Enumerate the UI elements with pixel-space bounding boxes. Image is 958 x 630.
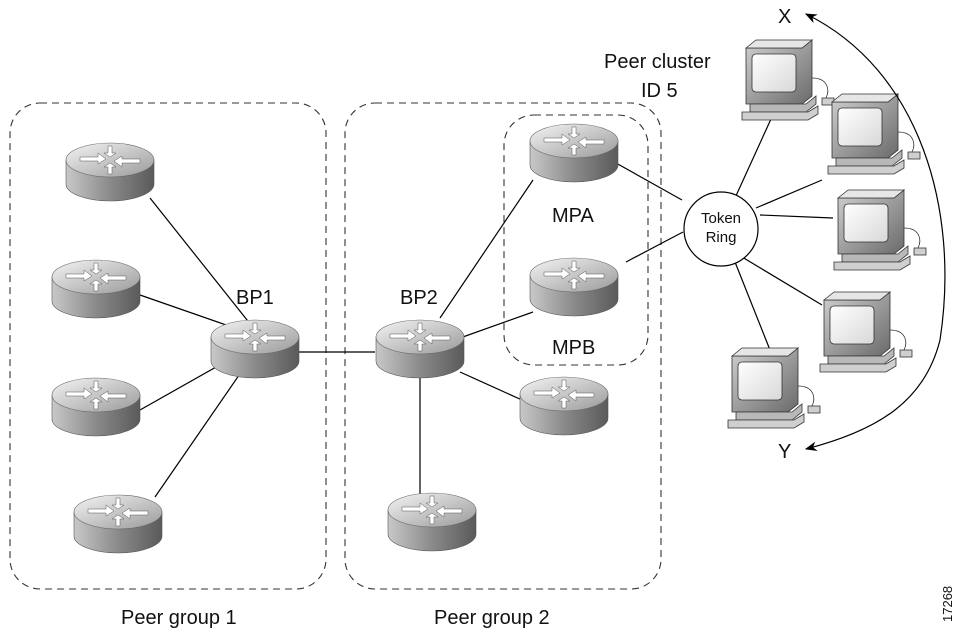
x-y-arc xyxy=(804,13,946,341)
peer-cluster-label-line2: ID 5 xyxy=(641,80,678,102)
mpa-router-icon xyxy=(529,123,619,183)
peer-group-1-box xyxy=(9,102,327,590)
router-icon xyxy=(387,492,477,552)
mpb-router-icon xyxy=(529,257,619,317)
bp2-label: BP2 xyxy=(400,287,438,309)
router-icon xyxy=(51,259,141,319)
workstation-icon xyxy=(741,39,835,121)
router-icon xyxy=(73,494,163,554)
peer-group-2-label: Peer group 2 xyxy=(434,607,550,629)
token-ring-icon xyxy=(683,191,759,267)
peer-cluster-box xyxy=(503,114,649,366)
workstation-icon xyxy=(819,291,913,373)
router-icon xyxy=(51,377,141,437)
router-icon xyxy=(65,142,155,202)
token-ring-label-line1: Token xyxy=(701,210,741,227)
mpa-label: MPA xyxy=(552,205,595,227)
peer-group-2-box xyxy=(344,102,662,590)
bp1-router-icon xyxy=(210,319,300,379)
bp2-router-icon xyxy=(375,319,465,379)
peer-group-1-label: Peer group 1 xyxy=(121,607,237,629)
router-icon xyxy=(519,376,609,436)
peer-cluster-label-line1: Peer cluster xyxy=(604,51,711,73)
x-y-arc xyxy=(804,339,941,451)
bp1-label: BP1 xyxy=(236,287,274,309)
token-ring-label-line2: Ring xyxy=(706,229,737,246)
workstation-icon xyxy=(833,189,927,271)
x-label: X xyxy=(778,6,791,28)
workstation-icon xyxy=(727,347,821,429)
workstation-icon xyxy=(827,93,921,175)
figure-id: 17268 xyxy=(940,586,955,622)
mpb-label: MPB xyxy=(552,337,595,359)
y-label: Y xyxy=(778,441,791,463)
